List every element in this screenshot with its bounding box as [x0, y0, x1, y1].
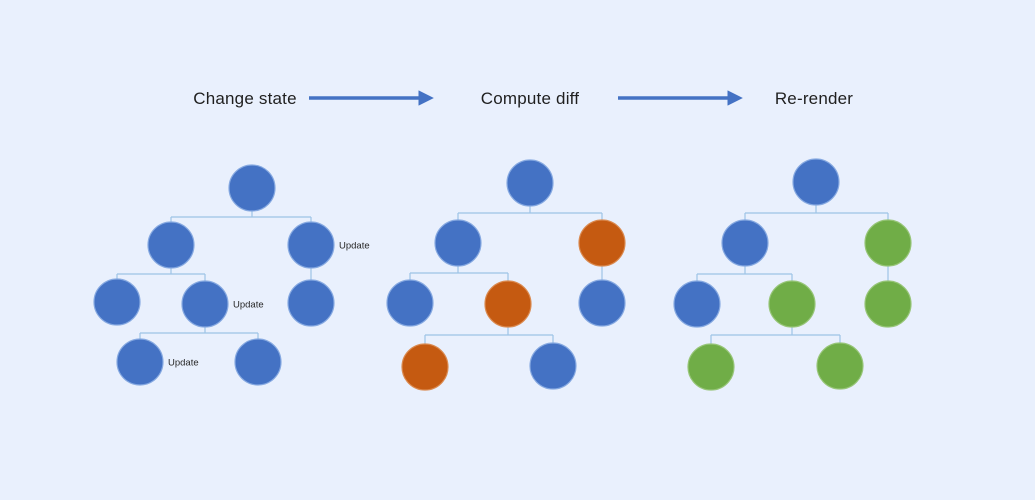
- tree-node-lml: [116, 338, 164, 386]
- tree-compute-diff-tree: [386, 159, 626, 391]
- step-label-compute-diff: Compute diff: [480, 89, 580, 108]
- tree-connector: [424, 327, 554, 344]
- tree-connector: [409, 266, 509, 281]
- node-update-label: Update: [233, 300, 264, 311]
- tree-node-root: [792, 158, 840, 206]
- tree-node-lmr: [816, 342, 864, 390]
- tree-node-ll: [673, 280, 721, 328]
- tree-node-lm: [768, 280, 816, 328]
- step-label-re-render: Re-render: [774, 89, 854, 108]
- tree-connector: [170, 211, 312, 222]
- tree-node-r: [578, 219, 626, 267]
- node-update-label: Update: [168, 358, 199, 369]
- node-update-label: Update: [339, 241, 370, 252]
- tree-re-render-tree: [673, 158, 912, 391]
- tree-node-rl: [287, 279, 335, 327]
- step-label-change-state: Change state: [193, 89, 297, 108]
- tree-node-l: [721, 219, 769, 267]
- tree-node-lml: [401, 343, 449, 391]
- tree-node-ll: [93, 278, 141, 326]
- tree-node-ll: [386, 279, 434, 327]
- tree-node-lml: [687, 343, 735, 391]
- tree-node-lm: [181, 280, 229, 328]
- tree-node-root: [228, 164, 276, 212]
- tree-node-l: [434, 219, 482, 267]
- tree-connector: [139, 327, 259, 339]
- tree-connector: [457, 206, 603, 220]
- tree-node-r: [287, 221, 335, 269]
- tree-node-root: [506, 159, 554, 207]
- tree-connector: [710, 327, 841, 344]
- tree-node-rl: [578, 279, 626, 327]
- tree-node-l: [147, 221, 195, 269]
- tree-node-lmr: [234, 338, 282, 386]
- tree-node-lm: [484, 280, 532, 328]
- tree-connector: [116, 268, 206, 281]
- tree-connector: [744, 205, 889, 220]
- tree-node-lmr: [529, 342, 577, 390]
- tree-connector: [696, 266, 793, 281]
- tree-node-rl: [864, 280, 912, 328]
- tree-node-r: [864, 219, 912, 267]
